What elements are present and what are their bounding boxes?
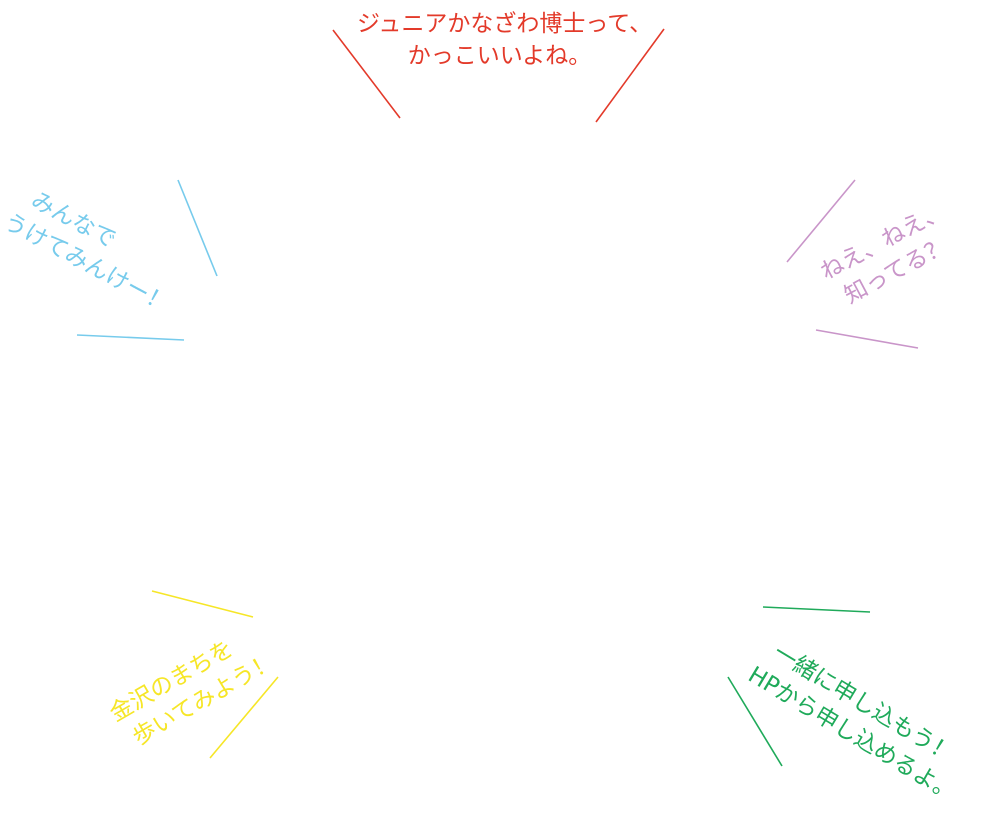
callout-top: ジュニアかなざわ博士って、 かっこいいよね。	[357, 8, 653, 72]
emphasis-line-right-lower	[815, 329, 919, 349]
callout-top-line-1: ジュニアかなざわ博士って、	[357, 11, 653, 37]
callout-top-line-2: かっこいいよね。	[407, 43, 592, 69]
emphasis-line-left-lower	[76, 334, 185, 341]
emphasis-line-top-right	[595, 28, 665, 123]
emphasis-line-bottom-left-upper	[151, 590, 254, 618]
emphasis-line-right-upper	[786, 179, 856, 263]
emphasis-line-bottom-right-lower	[727, 676, 783, 767]
emphasis-line-left-upper	[177, 179, 218, 277]
emphasis-line-top-left	[332, 29, 401, 119]
emphasis-line-bottom-left-lower	[209, 676, 279, 759]
emphasis-line-bottom-right-upper	[762, 606, 871, 613]
